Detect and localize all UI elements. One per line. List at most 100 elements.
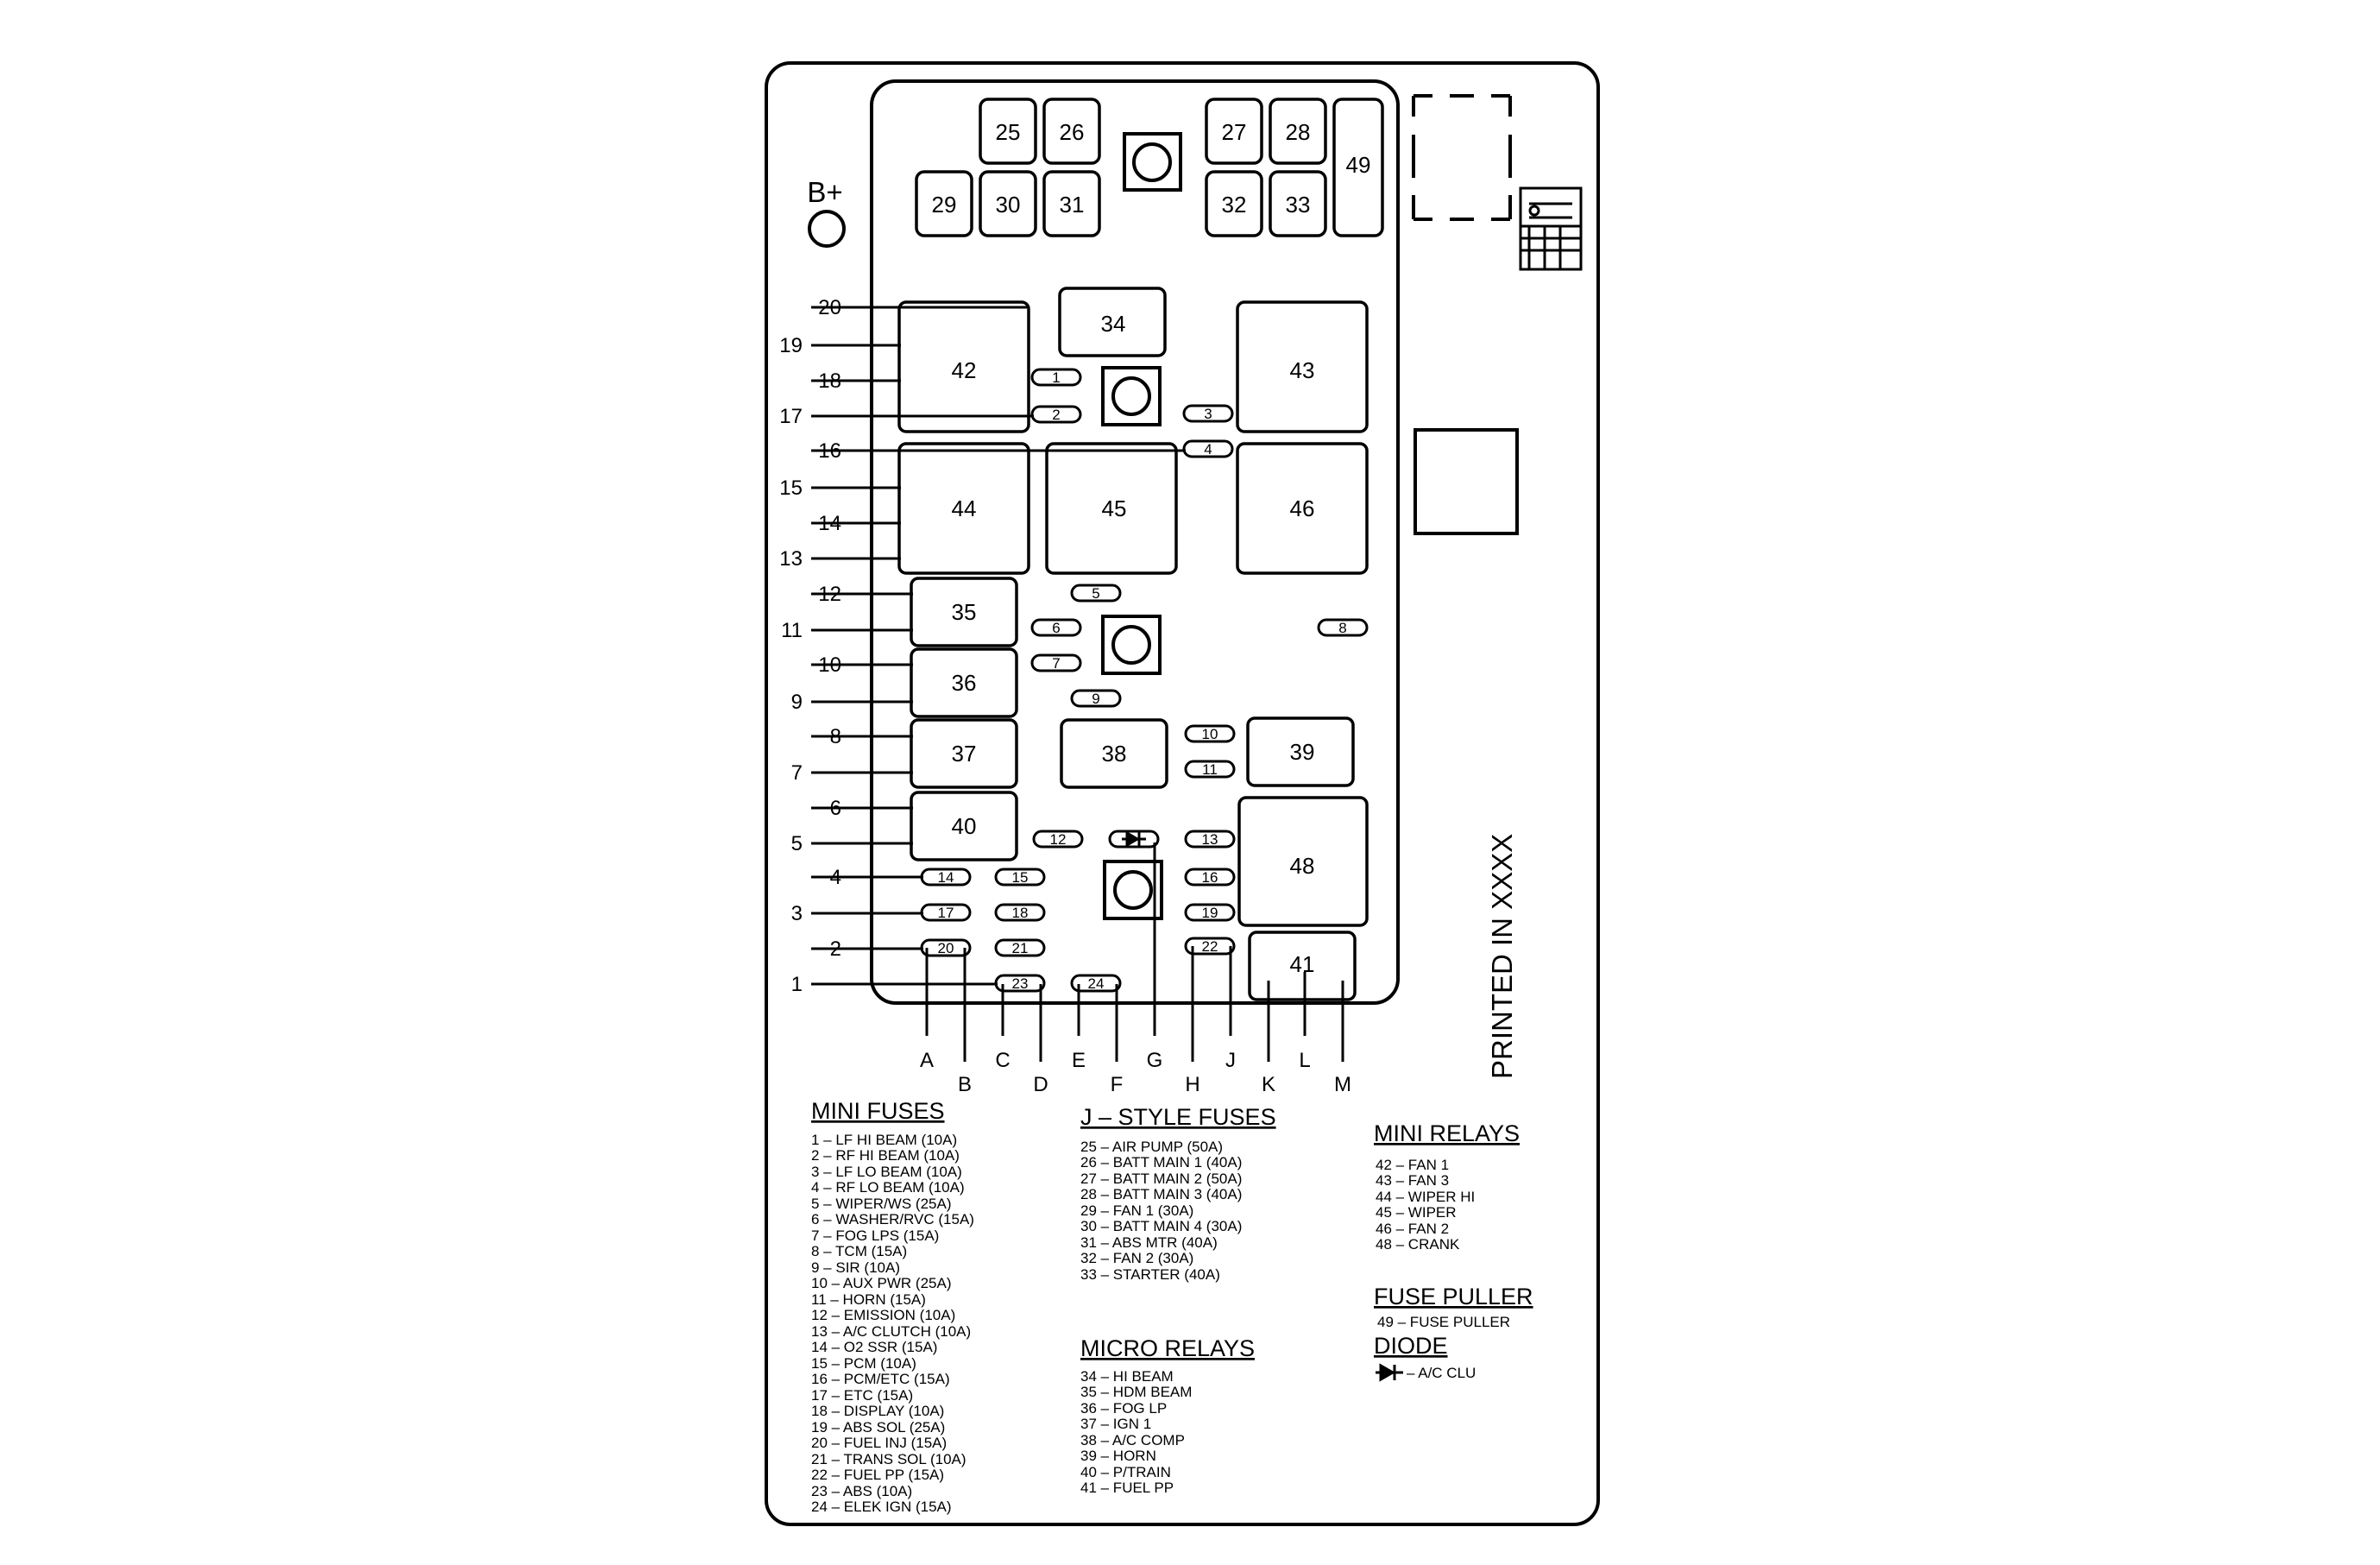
- mounting-square: [1414, 428, 1519, 535]
- legend-item: 26 – BATT MAIN 1 (40A): [1080, 1154, 1242, 1171]
- pin-label: B: [958, 1073, 972, 1096]
- legend-item: 6 – WASHER/RVC (15A): [811, 1211, 974, 1227]
- pin-label: 1: [791, 973, 803, 996]
- relay-label: 37: [952, 741, 977, 767]
- mini-fuse-label: 15: [1012, 869, 1029, 886]
- pin-label: 6: [830, 797, 841, 820]
- pin-label: G: [1147, 1049, 1163, 1072]
- pin-label: L: [1299, 1049, 1310, 1072]
- mini-fuse-label: 10: [1202, 726, 1218, 742]
- bottom-pin-labels: A B C D E F G H J K L M: [920, 1049, 1351, 1096]
- legend-item: 27 – BATT MAIN 2 (50A): [1080, 1171, 1242, 1187]
- legend-item: 48 – CRANK: [1376, 1236, 1460, 1253]
- left-pin-labels: 20 19 18 17 16 15 14 13 12 11 10 9 8 7 6…: [779, 296, 841, 996]
- legend-item: 19 – ABS SOL (25A): [811, 1419, 945, 1436]
- left-pin-leaders: [811, 306, 1186, 986]
- mini-fuse-label: 8: [1338, 620, 1346, 636]
- mini-fuse-label: 3: [1204, 406, 1212, 422]
- fuse-label: 33: [1286, 192, 1311, 218]
- relay-label: 38: [1102, 741, 1127, 767]
- legend-micro-relays: MICRO RELAYS 34 – HI BEAM 35 – HDM BEAM …: [1080, 1335, 1255, 1496]
- legend-item: 33 – STARTER (40A): [1080, 1266, 1220, 1283]
- legend-title: MINI RELAYS: [1374, 1120, 1520, 1146]
- legend-item: 29 – FAN 1 (30A): [1080, 1202, 1193, 1219]
- legend-j-style-fuses: J – STYLE FUSES 25 – AIR PUMP (50A) 26 –…: [1080, 1104, 1276, 1283]
- pin-label: 12: [818, 583, 841, 606]
- legend-item: 38 – A/C COMP: [1080, 1432, 1185, 1448]
- relay-label: 48: [1290, 853, 1315, 879]
- relay-labels: 42 43 44 45 46 34 35 36 37 38 39 40 41 4…: [952, 311, 1315, 977]
- mini-fuse-label: 21: [1012, 940, 1029, 956]
- legend-item: 35 – HDM BEAM: [1080, 1384, 1192, 1400]
- relay-label: 39: [1290, 739, 1315, 765]
- mini-fuse-label: 23: [1012, 975, 1029, 992]
- fuse-label: 49: [1346, 152, 1371, 178]
- legend-item: 14 – O2 SSR (15A): [811, 1339, 937, 1355]
- pin-label: F: [1111, 1073, 1124, 1096]
- legend-item: 5 – WIPER/WS (25A): [811, 1196, 951, 1212]
- legend-mini-fuses: MINI FUSES 1 – LF HI BEAM (10A) 2 – RF H…: [811, 1098, 974, 1515]
- mini-fuse-pills: [920, 368, 1369, 993]
- pin-label: 13: [779, 547, 803, 571]
- legend-item: 10 – AUX PWR (25A): [811, 1275, 952, 1291]
- pin-label: 19: [779, 334, 803, 357]
- legend-item: 18 – DISPLAY (10A): [811, 1403, 944, 1419]
- legend-item: 25 – AIR PUMP (50A): [1080, 1139, 1223, 1155]
- fuse-label: 26: [1060, 119, 1085, 145]
- legend-item: 32 – FAN 2 (30A): [1080, 1250, 1193, 1266]
- legend-item: 37 – IGN 1: [1080, 1416, 1151, 1432]
- pin-label: 17: [779, 405, 803, 428]
- relay-label: 41: [1290, 951, 1315, 977]
- outer-card: [765, 61, 1600, 1526]
- legend-item: 36 – FOG LP: [1080, 1400, 1167, 1417]
- dashed-bracket: [1412, 94, 1512, 221]
- mini-fuse-label: 14: [938, 869, 954, 886]
- pin-label: J: [1225, 1049, 1236, 1072]
- mini-fuse-label: 20: [938, 940, 954, 956]
- mini-fuse-label: 16: [1202, 869, 1218, 886]
- legend-item: 15 – PCM (10A): [811, 1355, 916, 1372]
- pin-label: 20: [818, 296, 841, 319]
- mini-fuse-label: 12: [1050, 831, 1067, 848]
- pin-label: C: [995, 1049, 1010, 1072]
- legend-item: 9 – SIR (10A): [811, 1259, 900, 1276]
- legend-item: 28 – BATT MAIN 3 (40A): [1080, 1186, 1242, 1202]
- j-style-fuse-labels: 25 26 27 28 29 30 31 32 33 49: [932, 119, 1371, 218]
- legend-item: 49 – FUSE PULLER: [1377, 1314, 1510, 1330]
- pin-label: 10: [818, 653, 841, 677]
- mini-fuse-label: 22: [1202, 938, 1218, 955]
- mini-fuse-label: 11: [1202, 761, 1218, 778]
- pin-label: 4: [830, 866, 841, 889]
- pin-label: E: [1072, 1049, 1086, 1072]
- legend-item: 21 – TRANS SOL (10A): [811, 1451, 966, 1467]
- mini-fuse-label: 13: [1202, 831, 1218, 848]
- pin-label: M: [1334, 1073, 1351, 1096]
- legend-title: J – STYLE FUSES: [1080, 1104, 1276, 1130]
- legend-item: 30 – BATT MAIN 4 (30A): [1080, 1218, 1242, 1234]
- mini-fuse-label: 5: [1092, 585, 1099, 602]
- relay-label: 42: [952, 357, 977, 383]
- diode-icon: [1376, 1363, 1403, 1382]
- battery-label: B+: [807, 176, 842, 208]
- legend-item: 13 – A/C CLUTCH (10A): [811, 1323, 971, 1340]
- legend-item: 1 – LF HI BEAM (10A): [811, 1132, 957, 1148]
- mini-fuse-label: 19: [1202, 905, 1218, 921]
- legend-title: MICRO RELAYS: [1080, 1335, 1255, 1361]
- pin-label: 5: [791, 832, 803, 855]
- legend-item: 16 – PCM/ETC (15A): [811, 1371, 950, 1387]
- printed-in-note: PRINTED IN XXXX: [1486, 834, 1518, 1079]
- pin-label: 18: [818, 369, 841, 393]
- legend-mini-relays: MINI RELAYS 42 – FAN 1 43 – FAN 3 44 – W…: [1374, 1120, 1520, 1253]
- legend-item: 43 – FAN 3: [1376, 1172, 1449, 1189]
- pin-label: 7: [791, 761, 803, 785]
- legend-item: 42 – FAN 1: [1376, 1157, 1449, 1173]
- fuse-block-body: [870, 79, 1400, 1005]
- j-style-fuse-boxes: [915, 98, 1384, 237]
- legend-item: 7 – FOG LPS (15A): [811, 1227, 939, 1244]
- legend-item: 45 – WIPER: [1376, 1204, 1457, 1221]
- mini-fuse-label: 1: [1052, 369, 1060, 386]
- legend-item: 17 – ETC (15A): [811, 1387, 913, 1404]
- pin-label: D: [1033, 1073, 1048, 1096]
- relay-label: 35: [952, 599, 977, 625]
